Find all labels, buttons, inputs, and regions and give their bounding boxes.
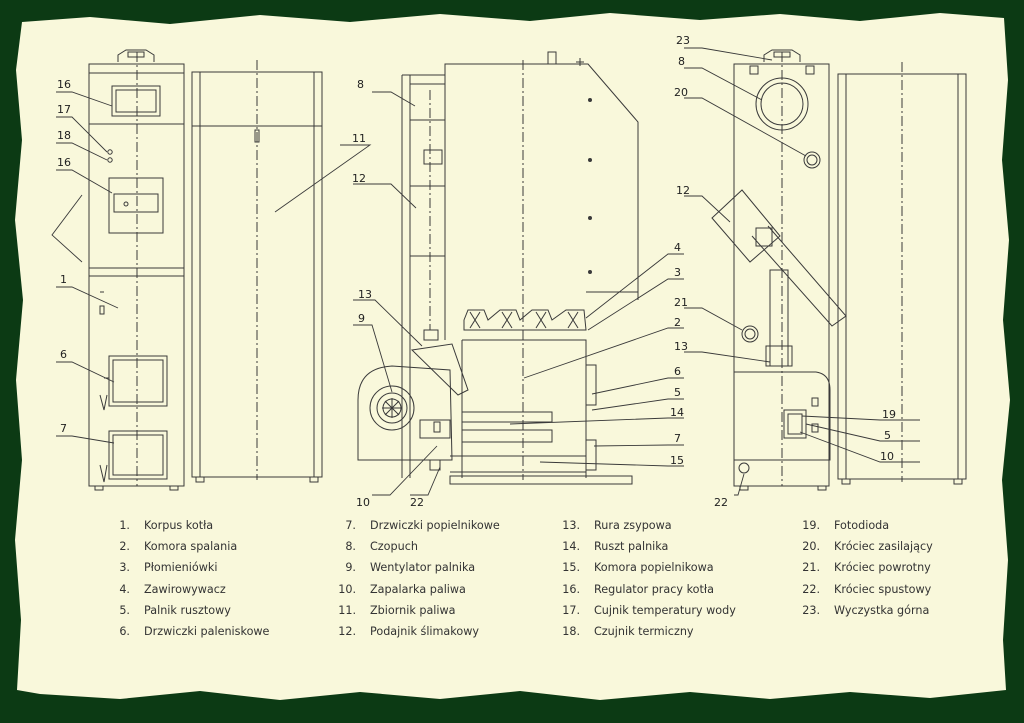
callout-12-rear: 12 bbox=[676, 184, 690, 197]
callout-8-section: 8 bbox=[357, 78, 364, 91]
legend-item: 3.Płomieniówki bbox=[119, 561, 218, 575]
callout-13-rear: 13 bbox=[674, 340, 688, 353]
callout-6-section: 6 bbox=[674, 365, 681, 378]
rear-view bbox=[711, 49, 847, 491]
legend-item: 9.Wentylator palnika bbox=[345, 561, 476, 575]
callout-19: 19 bbox=[882, 408, 896, 421]
legend-item: 2.Komora spalania bbox=[119, 540, 238, 554]
callout-4: 4 bbox=[674, 241, 681, 254]
callout-6-front: 6 bbox=[60, 348, 67, 361]
legend-item: 21.Króciec powrotny bbox=[802, 561, 931, 575]
callout-15: 15 bbox=[670, 454, 684, 467]
callout-1: 1 bbox=[60, 273, 67, 286]
callout-10-section: 10 bbox=[356, 496, 370, 509]
callout-7-section: 7 bbox=[674, 432, 681, 445]
legend-item: 18.Czujnik termiczny bbox=[562, 624, 694, 638]
torn-paper-sheet bbox=[15, 13, 1010, 700]
callout-14: 14 bbox=[670, 406, 684, 419]
callout-8-rear: 8 bbox=[678, 55, 685, 68]
section-view bbox=[357, 51, 639, 485]
legend-item: 14.Ruszt palnika bbox=[562, 540, 669, 554]
legend-item: 15.Komora popielnikowa bbox=[562, 561, 714, 575]
callout-23: 23 bbox=[676, 34, 690, 47]
legend-column-1: 1.Korpus kotła 2.Komora spalania 3.Płomi… bbox=[100, 519, 269, 646]
leader-lines bbox=[51, 47, 920, 496]
side-view-right bbox=[837, 62, 967, 485]
ash-door bbox=[108, 430, 168, 480]
legend-item: 8.Czopuch bbox=[345, 540, 418, 554]
callout-10-rear: 10 bbox=[880, 450, 894, 463]
callout-21: 21 bbox=[674, 296, 688, 309]
legend-item: 6.Drzwiczki paleniskowe bbox=[119, 624, 270, 638]
callout-16-lower: 16 bbox=[57, 156, 71, 169]
callout-5-section: 5 bbox=[674, 386, 681, 399]
legend-item: 10.Zapalarka paliwa bbox=[338, 582, 466, 596]
legend-item: 17.Cujnik temperatury wody bbox=[562, 603, 736, 617]
callout-22-rear: 22 bbox=[714, 496, 728, 509]
callout-22-section: 22 bbox=[410, 496, 424, 509]
callout-9: 9 bbox=[358, 312, 365, 325]
legend-item: 5.Palnik rusztowy bbox=[119, 603, 231, 617]
callout-11: 11 bbox=[352, 132, 366, 145]
legend-item: 20.Króciec zasilający bbox=[802, 540, 933, 554]
callout-2: 2 bbox=[674, 316, 681, 329]
legend-item: 23.Wyczystka górna bbox=[802, 603, 930, 617]
callouts: 16 17 18 16 1 6 7 8 11 12 13 9 10 22 4 3… bbox=[57, 34, 896, 509]
callout-5-rear: 5 bbox=[884, 429, 891, 442]
legend-column-4: 19.Fotodioda 20.Króciec zasilający 21.Kr… bbox=[790, 519, 933, 625]
callout-18: 18 bbox=[57, 129, 71, 142]
legend-item: 16.Regulator pracy kotła bbox=[562, 582, 714, 596]
legend-item: 22.Króciec spustowy bbox=[802, 582, 932, 596]
regulator-panel bbox=[111, 85, 161, 117]
legend-item: 1.Korpus kotła bbox=[119, 519, 214, 532]
callout-13-section: 13 bbox=[358, 288, 372, 301]
callout-16-upper: 16 bbox=[57, 78, 71, 91]
legend-item: 19.Fotodioda bbox=[802, 519, 890, 532]
callout-12-section: 12 bbox=[352, 172, 366, 185]
callout-7-front: 7 bbox=[60, 422, 67, 435]
parts-legend: 1.Korpus kotła 2.Komora spalania 3.Płomi… bbox=[100, 519, 1000, 649]
side-view-tank bbox=[191, 60, 323, 483]
legend-item: 7.Drzwiczki popielnikowe bbox=[345, 519, 500, 532]
legend-item: 12.Podajnik ślimakowy bbox=[338, 624, 479, 638]
callout-3: 3 bbox=[674, 266, 681, 279]
legend-item: 4.Zawirowywacz bbox=[119, 582, 226, 596]
legend-item: 13.Rura zsypowa bbox=[562, 519, 672, 532]
legend-item: 11.Zbiornik paliwa bbox=[338, 603, 456, 617]
legend-column-2: 7.Drzwiczki popielnikowe 8.Czopuch 9.Wen… bbox=[326, 519, 500, 646]
legend-column-3: 13.Rura zsypowa 14.Ruszt palnika 15.Komo… bbox=[550, 519, 736, 646]
fire-door bbox=[108, 355, 168, 407]
callout-17: 17 bbox=[57, 103, 71, 116]
front-view bbox=[88, 49, 185, 491]
callout-20: 20 bbox=[674, 86, 688, 99]
